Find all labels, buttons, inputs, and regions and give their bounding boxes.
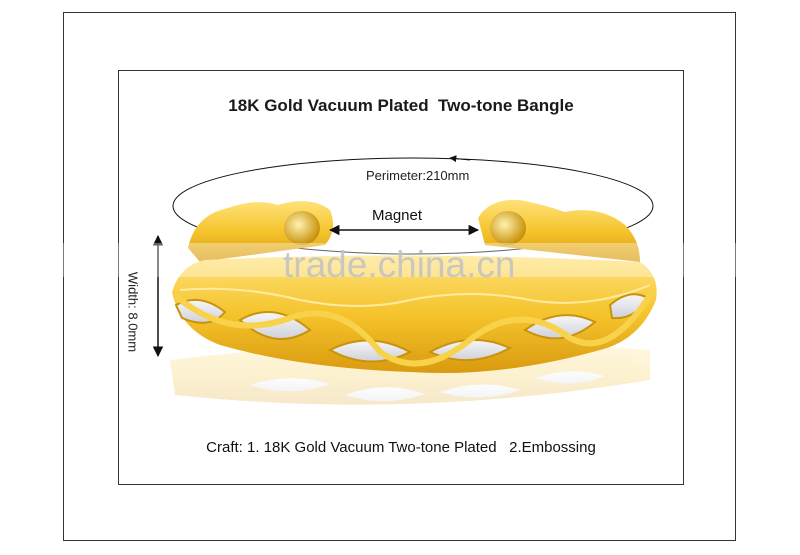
bangle-band (172, 255, 657, 374)
perimeter-arrow (449, 155, 471, 163)
outer-frame (63, 12, 736, 541)
bangle-right-end (478, 199, 640, 262)
watermark: trade.china.cn (283, 244, 516, 285)
watermark-band (0, 243, 800, 277)
perimeter-ellipse (172, 157, 654, 255)
magnet-left-icon (284, 211, 320, 245)
page-title: 18K Gold Vacuum Plated Two-tone Bangle (228, 96, 574, 115)
magnet-right-icon (490, 211, 526, 245)
width-label: Width: 8.0mm (128, 271, 141, 353)
craft-label: Craft: 1. 18K Gold Vacuum Two-tone Plate… (206, 439, 596, 456)
bangle-left-end (188, 201, 334, 262)
perimeter-label: Perimeter:210mm (366, 168, 470, 183)
braid-strokes (175, 289, 655, 367)
magnet-label: Magnet (372, 207, 423, 224)
width-label-wrap: Width: 8.0mm (128, 270, 146, 360)
